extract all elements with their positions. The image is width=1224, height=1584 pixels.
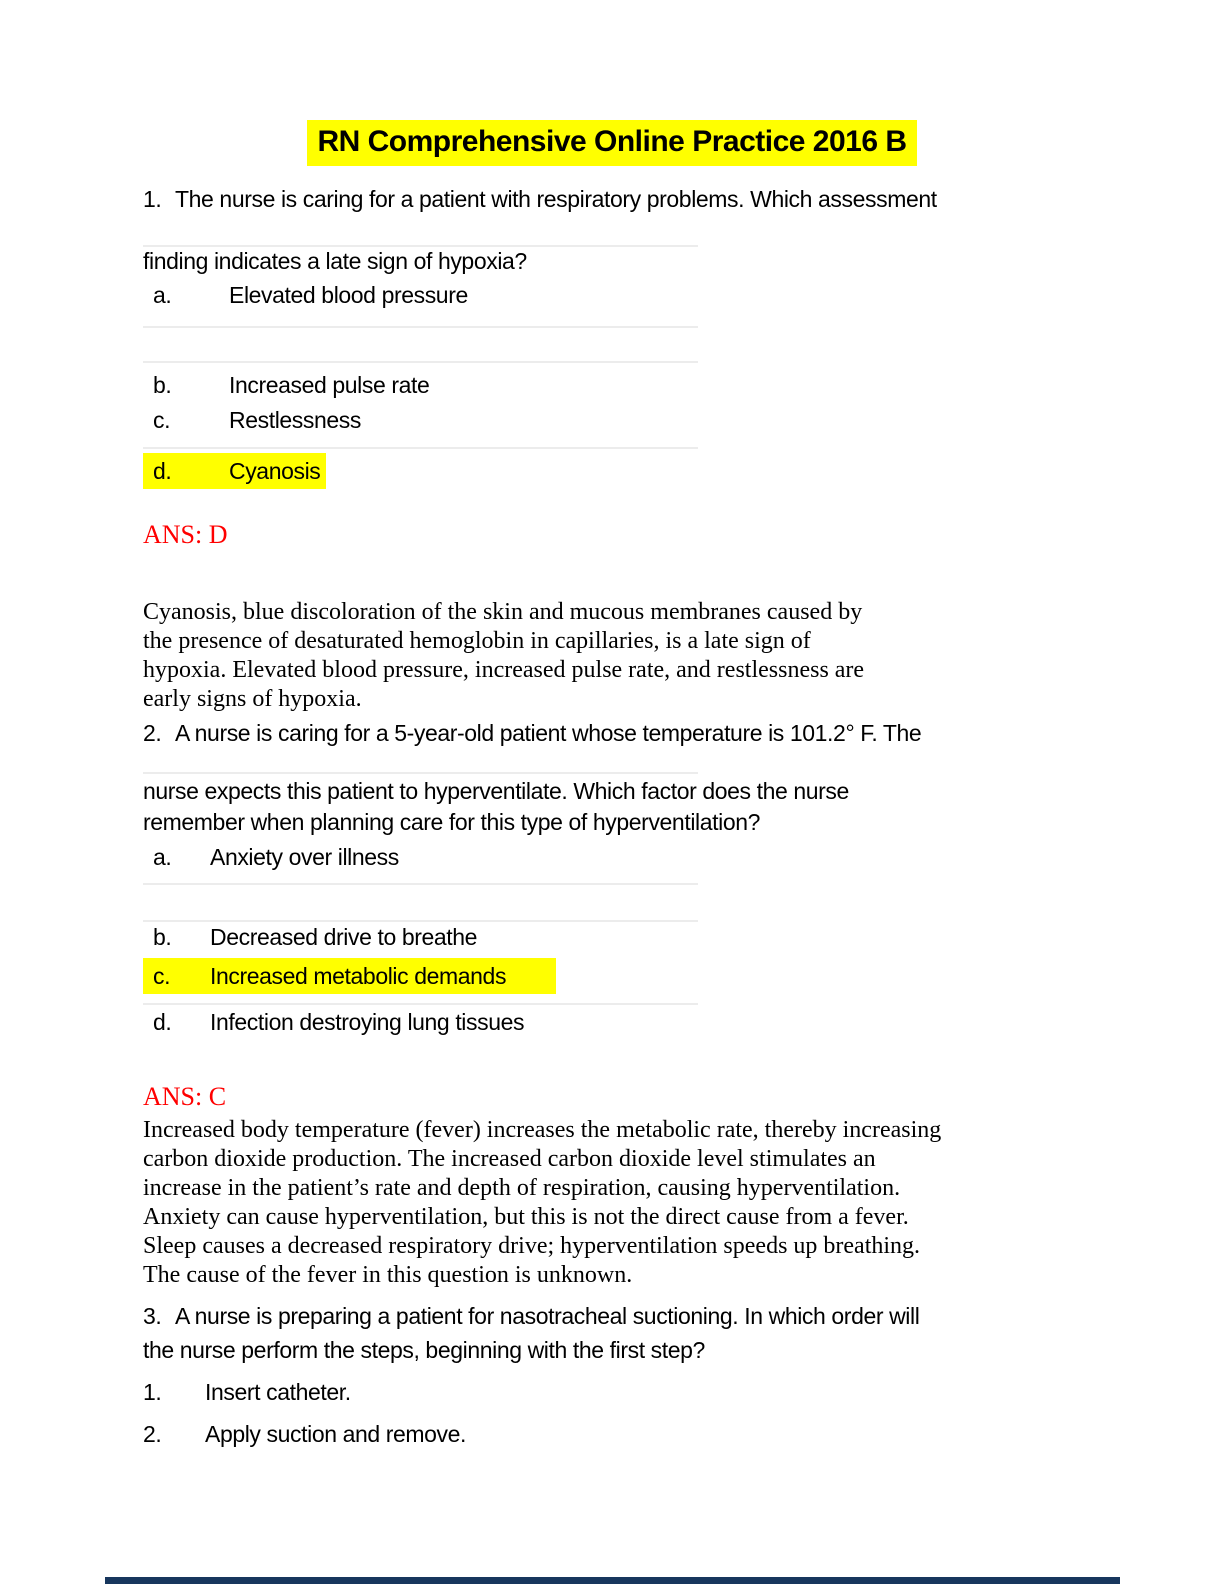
step-label: 2. bbox=[143, 1421, 162, 1447]
rationale-line: the presence of desaturated hemoglobin i… bbox=[143, 628, 811, 654]
option-label: b. bbox=[153, 372, 172, 398]
rationale-line: Increased body temperature (fever) incre… bbox=[143, 1117, 942, 1143]
option-text: Restlessness bbox=[229, 407, 361, 433]
document-title-text: RN Comprehensive Online Practice 2016 B bbox=[307, 120, 917, 166]
option-label: c. bbox=[153, 963, 171, 989]
table-border-line bbox=[143, 245, 698, 247]
table-border-line bbox=[143, 326, 698, 328]
table-border-line bbox=[143, 447, 698, 449]
question-3-step-2: 2. Apply suction and remove. bbox=[143, 1423, 1143, 1453]
question-2-stem-text-2: nurse expects this patient to hyperventi… bbox=[143, 778, 849, 804]
rationale-line: carbon dioxide production. The increased… bbox=[143, 1146, 876, 1172]
option-text: Increased metabolic demands bbox=[210, 963, 507, 989]
option-label: c. bbox=[153, 407, 171, 433]
rationale-line: increase in the patient’s rate and depth… bbox=[143, 1175, 901, 1201]
question-1-option-c: c. Restlessness bbox=[143, 409, 1143, 439]
option-label: d. bbox=[153, 1009, 172, 1035]
option-label: b. bbox=[153, 924, 172, 950]
option-text: Infection destroying lung tissues bbox=[210, 1009, 525, 1035]
step-label: 1. bbox=[143, 1379, 162, 1405]
question-1-stem-text-2: finding indicates a late sign of hypoxia… bbox=[143, 248, 527, 274]
question-3-stem-text-1: A nurse is preparing a patient for nasot… bbox=[175, 1303, 920, 1329]
rationale-line: early signs of hypoxia. bbox=[143, 686, 362, 712]
question-1-option-b: b. Increased pulse rate bbox=[143, 374, 1143, 404]
step-text: Apply suction and remove. bbox=[205, 1421, 467, 1447]
option-text: Anxiety over illness bbox=[210, 844, 399, 870]
table-border-line bbox=[143, 883, 698, 885]
rationale-line: The cause of the fever in this question … bbox=[143, 1262, 633, 1288]
option-label: a. bbox=[153, 844, 172, 870]
question-2-number: 2. bbox=[143, 720, 162, 746]
question-1-stem-text-1: The nurse is caring for a patient with r… bbox=[175, 186, 937, 212]
question-2-option-a: a. Anxiety over illness bbox=[143, 846, 1143, 876]
question-3-step-1: 1. Insert catheter. bbox=[143, 1381, 1143, 1411]
question-2-stem-text-3: remember when planning care for this typ… bbox=[143, 809, 760, 835]
question-1-stem-line-2: finding indicates a late sign of hypoxia… bbox=[143, 250, 1143, 280]
question-2-stem-line-2: nurse expects this patient to hyperventi… bbox=[143, 780, 1143, 810]
document-title: RN Comprehensive Online Practice 2016 B bbox=[0, 120, 1224, 166]
table-border-line bbox=[143, 920, 698, 922]
question-1-answer: ANS: D bbox=[143, 520, 228, 549]
question-1-option-a: a. Elevated blood pressure bbox=[143, 284, 1143, 314]
rationale-line: Cyanosis, blue discoloration of the skin… bbox=[143, 599, 863, 625]
question-2-option-d: d. Infection destroying lung tissues bbox=[143, 1011, 1143, 1041]
step-text: Insert catheter. bbox=[205, 1379, 351, 1405]
question-2-answer: ANS: C bbox=[143, 1082, 227, 1111]
question-3-stem-line-2: the nurse perform the steps, beginning w… bbox=[143, 1339, 1143, 1369]
option-text: Decreased drive to breathe bbox=[210, 924, 478, 950]
page-bottom-bar bbox=[105, 1577, 1120, 1584]
question-1-rationale: Cyanosis, blue discoloration of the skin… bbox=[143, 598, 1143, 714]
question-3-number: 3. bbox=[143, 1303, 162, 1329]
question-3-stem-text-2: the nurse perform the steps, beginning w… bbox=[143, 1337, 705, 1363]
table-border-line bbox=[143, 361, 698, 363]
question-1-number: 1. bbox=[143, 186, 162, 212]
option-text: Increased pulse rate bbox=[229, 372, 430, 398]
option-label: d. bbox=[153, 458, 172, 484]
rationale-line: Sleep causes a decreased respiratory dri… bbox=[143, 1233, 921, 1259]
option-text: Elevated blood pressure bbox=[229, 282, 468, 308]
question-2-stem-line-1: 2. A nurse is caring for a 5-year-old pa… bbox=[143, 722, 1143, 752]
question-1-option-d-highlighted: d. Cyanosis bbox=[143, 453, 326, 489]
question-3-stem-line-1: 3. A nurse is preparing a patient for na… bbox=[143, 1305, 1143, 1335]
question-2-option-c-highlighted: c. Increased metabolic demands bbox=[143, 958, 556, 994]
table-border-line bbox=[143, 1003, 698, 1005]
rationale-line: hypoxia. Elevated blood pressure, increa… bbox=[143, 657, 865, 683]
question-2-option-b: b. Decreased drive to breathe bbox=[143, 926, 1143, 956]
rationale-line: Anxiety can cause hyperventilation, but … bbox=[143, 1204, 909, 1230]
question-1-stem-line-1: 1. The nurse is caring for a patient wit… bbox=[143, 188, 1143, 218]
table-border-line bbox=[143, 772, 698, 774]
option-label: a. bbox=[153, 282, 172, 308]
question-2-stem-line-3: remember when planning care for this typ… bbox=[143, 811, 1143, 841]
question-2-stem-text-1: A nurse is caring for a 5-year-old patie… bbox=[175, 720, 922, 746]
question-2-rationale: Increased body temperature (fever) incre… bbox=[143, 1116, 1143, 1290]
option-text: Cyanosis bbox=[229, 458, 321, 484]
